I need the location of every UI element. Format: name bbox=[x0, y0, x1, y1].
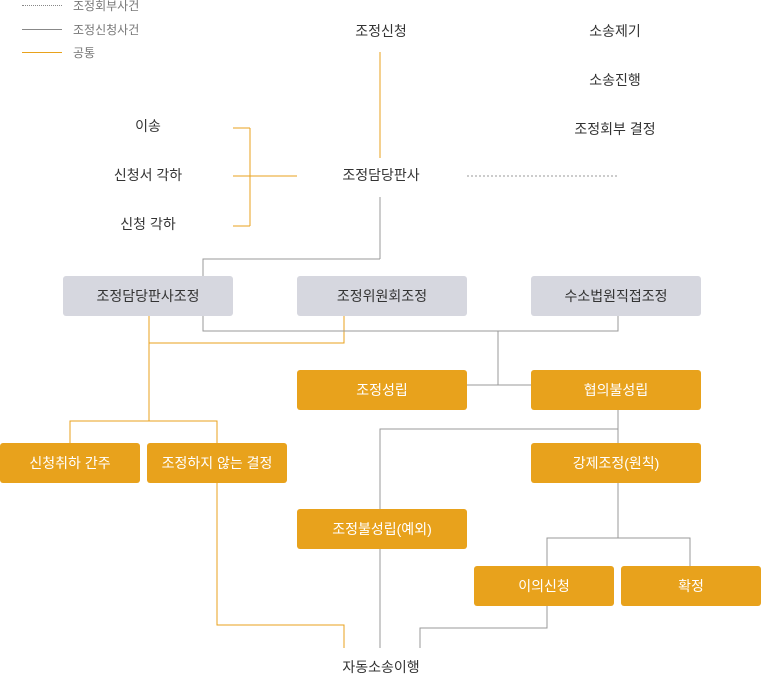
box-objection: 이의신청 bbox=[474, 566, 614, 606]
node-transfer: 이송 bbox=[135, 118, 161, 134]
box-withdrawal: 신청취하 간주 bbox=[0, 443, 140, 483]
legend-item-application: 조정신청사건 bbox=[22, 20, 182, 38]
line-results-bus bbox=[202, 316, 619, 332]
box-agreement-fail: 협의불성립 bbox=[531, 370, 701, 410]
legend-item-common: 공통 bbox=[22, 43, 182, 61]
box-no-mediation-decision: 조정하지 않는 결정 bbox=[147, 443, 287, 483]
node-application-reject: 신청 각하 bbox=[120, 216, 176, 232]
box-finalized: 확정 bbox=[621, 566, 761, 606]
line-committee-to-branch bbox=[149, 316, 345, 344]
line-to-no-mediation bbox=[149, 420, 218, 443]
node-lawsuit: 소송제기 bbox=[589, 23, 641, 39]
node-apply: 조정신청 bbox=[355, 23, 407, 39]
box-committee-label: 위원회조정 bbox=[362, 288, 428, 304]
line-judge-mediation-to-withdrawal bbox=[69, 316, 150, 443]
box-judge-mediation: 조정담당판사조정 bbox=[63, 276, 233, 316]
line-to-judge-mediation bbox=[202, 258, 380, 276]
box-mediation-fail: 조정불성립(예외) bbox=[297, 509, 467, 549]
line-fail-to-exception bbox=[379, 428, 618, 509]
legend-label-referral: 조정회부사건 bbox=[73, 0, 140, 13]
legend-label-application: 조정신청사건 bbox=[73, 23, 140, 37]
line-objection-to-auto bbox=[419, 606, 548, 648]
legend-dotted-line bbox=[22, 5, 62, 6]
box-committee-prefix: 조정 bbox=[336, 288, 363, 304]
node-auto-lawsuit: 자동소송이행 bbox=[342, 659, 420, 675]
legend-orange-line bbox=[22, 52, 62, 53]
box-forced-mediation: 강제조정(원칙) bbox=[531, 443, 701, 483]
node-judge: 조정담당판사 bbox=[342, 167, 420, 183]
legend-solid-gray-line bbox=[22, 29, 62, 30]
box-mediation-success: 조정성립 bbox=[297, 370, 467, 410]
legend-item-referral: 조정회부사건 bbox=[22, 0, 182, 14]
legend-label-common: 공통 bbox=[73, 46, 96, 60]
line-forced-branch bbox=[546, 537, 691, 566]
box-court-direct: 수소법원직접조정 bbox=[531, 276, 701, 316]
node-lawsuit-progress: 소송진행 bbox=[589, 72, 641, 88]
line-no-mediation-to-auto bbox=[216, 483, 345, 648]
node-referral-decision: 조정회부 결정 bbox=[574, 121, 656, 137]
node-petition-reject: 신청서 각하 bbox=[113, 167, 183, 183]
